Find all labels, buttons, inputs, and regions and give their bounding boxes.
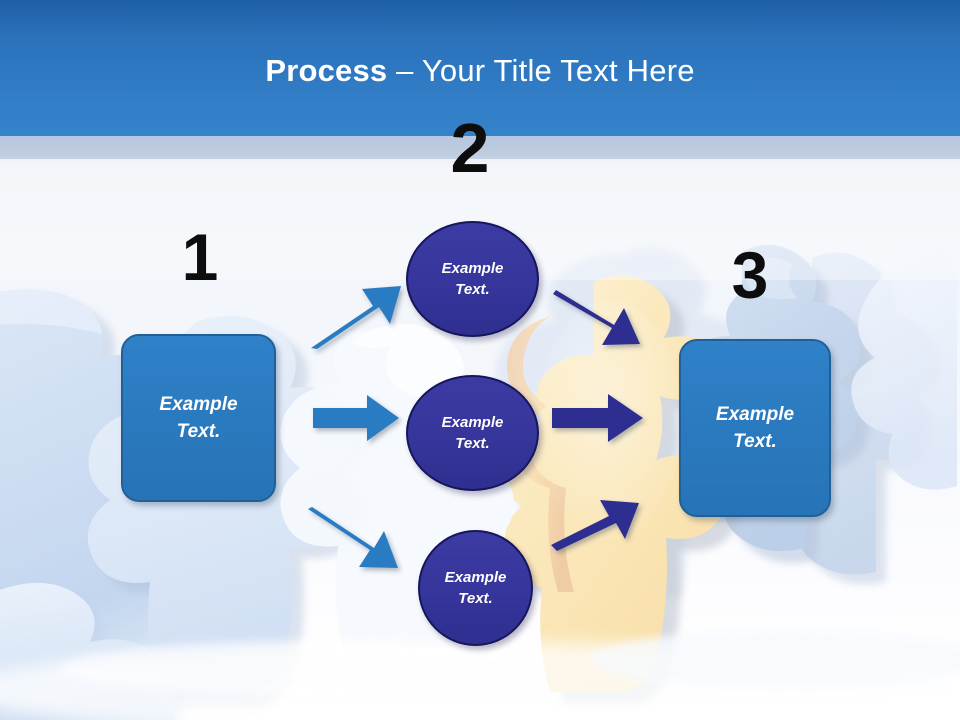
arrow-circle-bottom-to-right — [551, 500, 639, 551]
page-title-bold: Process — [265, 53, 388, 88]
process-circle-bottom[interactable]: Example Text. — [418, 530, 533, 646]
process-box-right-line2: Text. — [733, 431, 777, 452]
header-edge-strip — [0, 159, 960, 168]
page-title-regular: – Your Title Text Here — [387, 53, 695, 88]
arrow-left-to-circle-middle — [313, 395, 399, 441]
header-band — [0, 0, 960, 136]
step-number-1: 1 — [181, 220, 219, 294]
arrow-circle-top-to-right — [553, 290, 640, 345]
process-circle-middle-line1: Example — [441, 414, 504, 431]
arrow-circle-middle-to-right — [552, 394, 643, 442]
process-circle-middle[interactable]: Example Text. — [406, 375, 539, 491]
process-circle-top[interactable]: Example Text. — [406, 221, 539, 337]
arrow-left-to-circle-bottom — [308, 507, 398, 568]
header-accent-strip — [0, 136, 960, 159]
step-number-3: 3 — [731, 238, 769, 312]
step-number-2: 2 — [450, 109, 490, 187]
process-circle-top-line1: Example — [441, 260, 504, 277]
process-circle-bottom-line2: Text. — [458, 590, 493, 607]
process-circle-top-line2: Text. — [455, 281, 490, 298]
process-box-left-line2: Text. — [176, 421, 221, 442]
process-circle-middle-line2: Text. — [455, 435, 490, 452]
process-box-left[interactable]: Example Text. — [121, 334, 276, 502]
process-box-right-line1: Example — [715, 404, 795, 425]
process-circle-bottom-line1: Example — [444, 569, 507, 586]
page-title: Process – Your Title Text Here — [0, 52, 960, 90]
arrow-left-to-circle-top — [311, 286, 401, 349]
process-box-left-line1: Example — [159, 394, 238, 415]
process-box-right[interactable]: Example Text. — [679, 339, 831, 517]
